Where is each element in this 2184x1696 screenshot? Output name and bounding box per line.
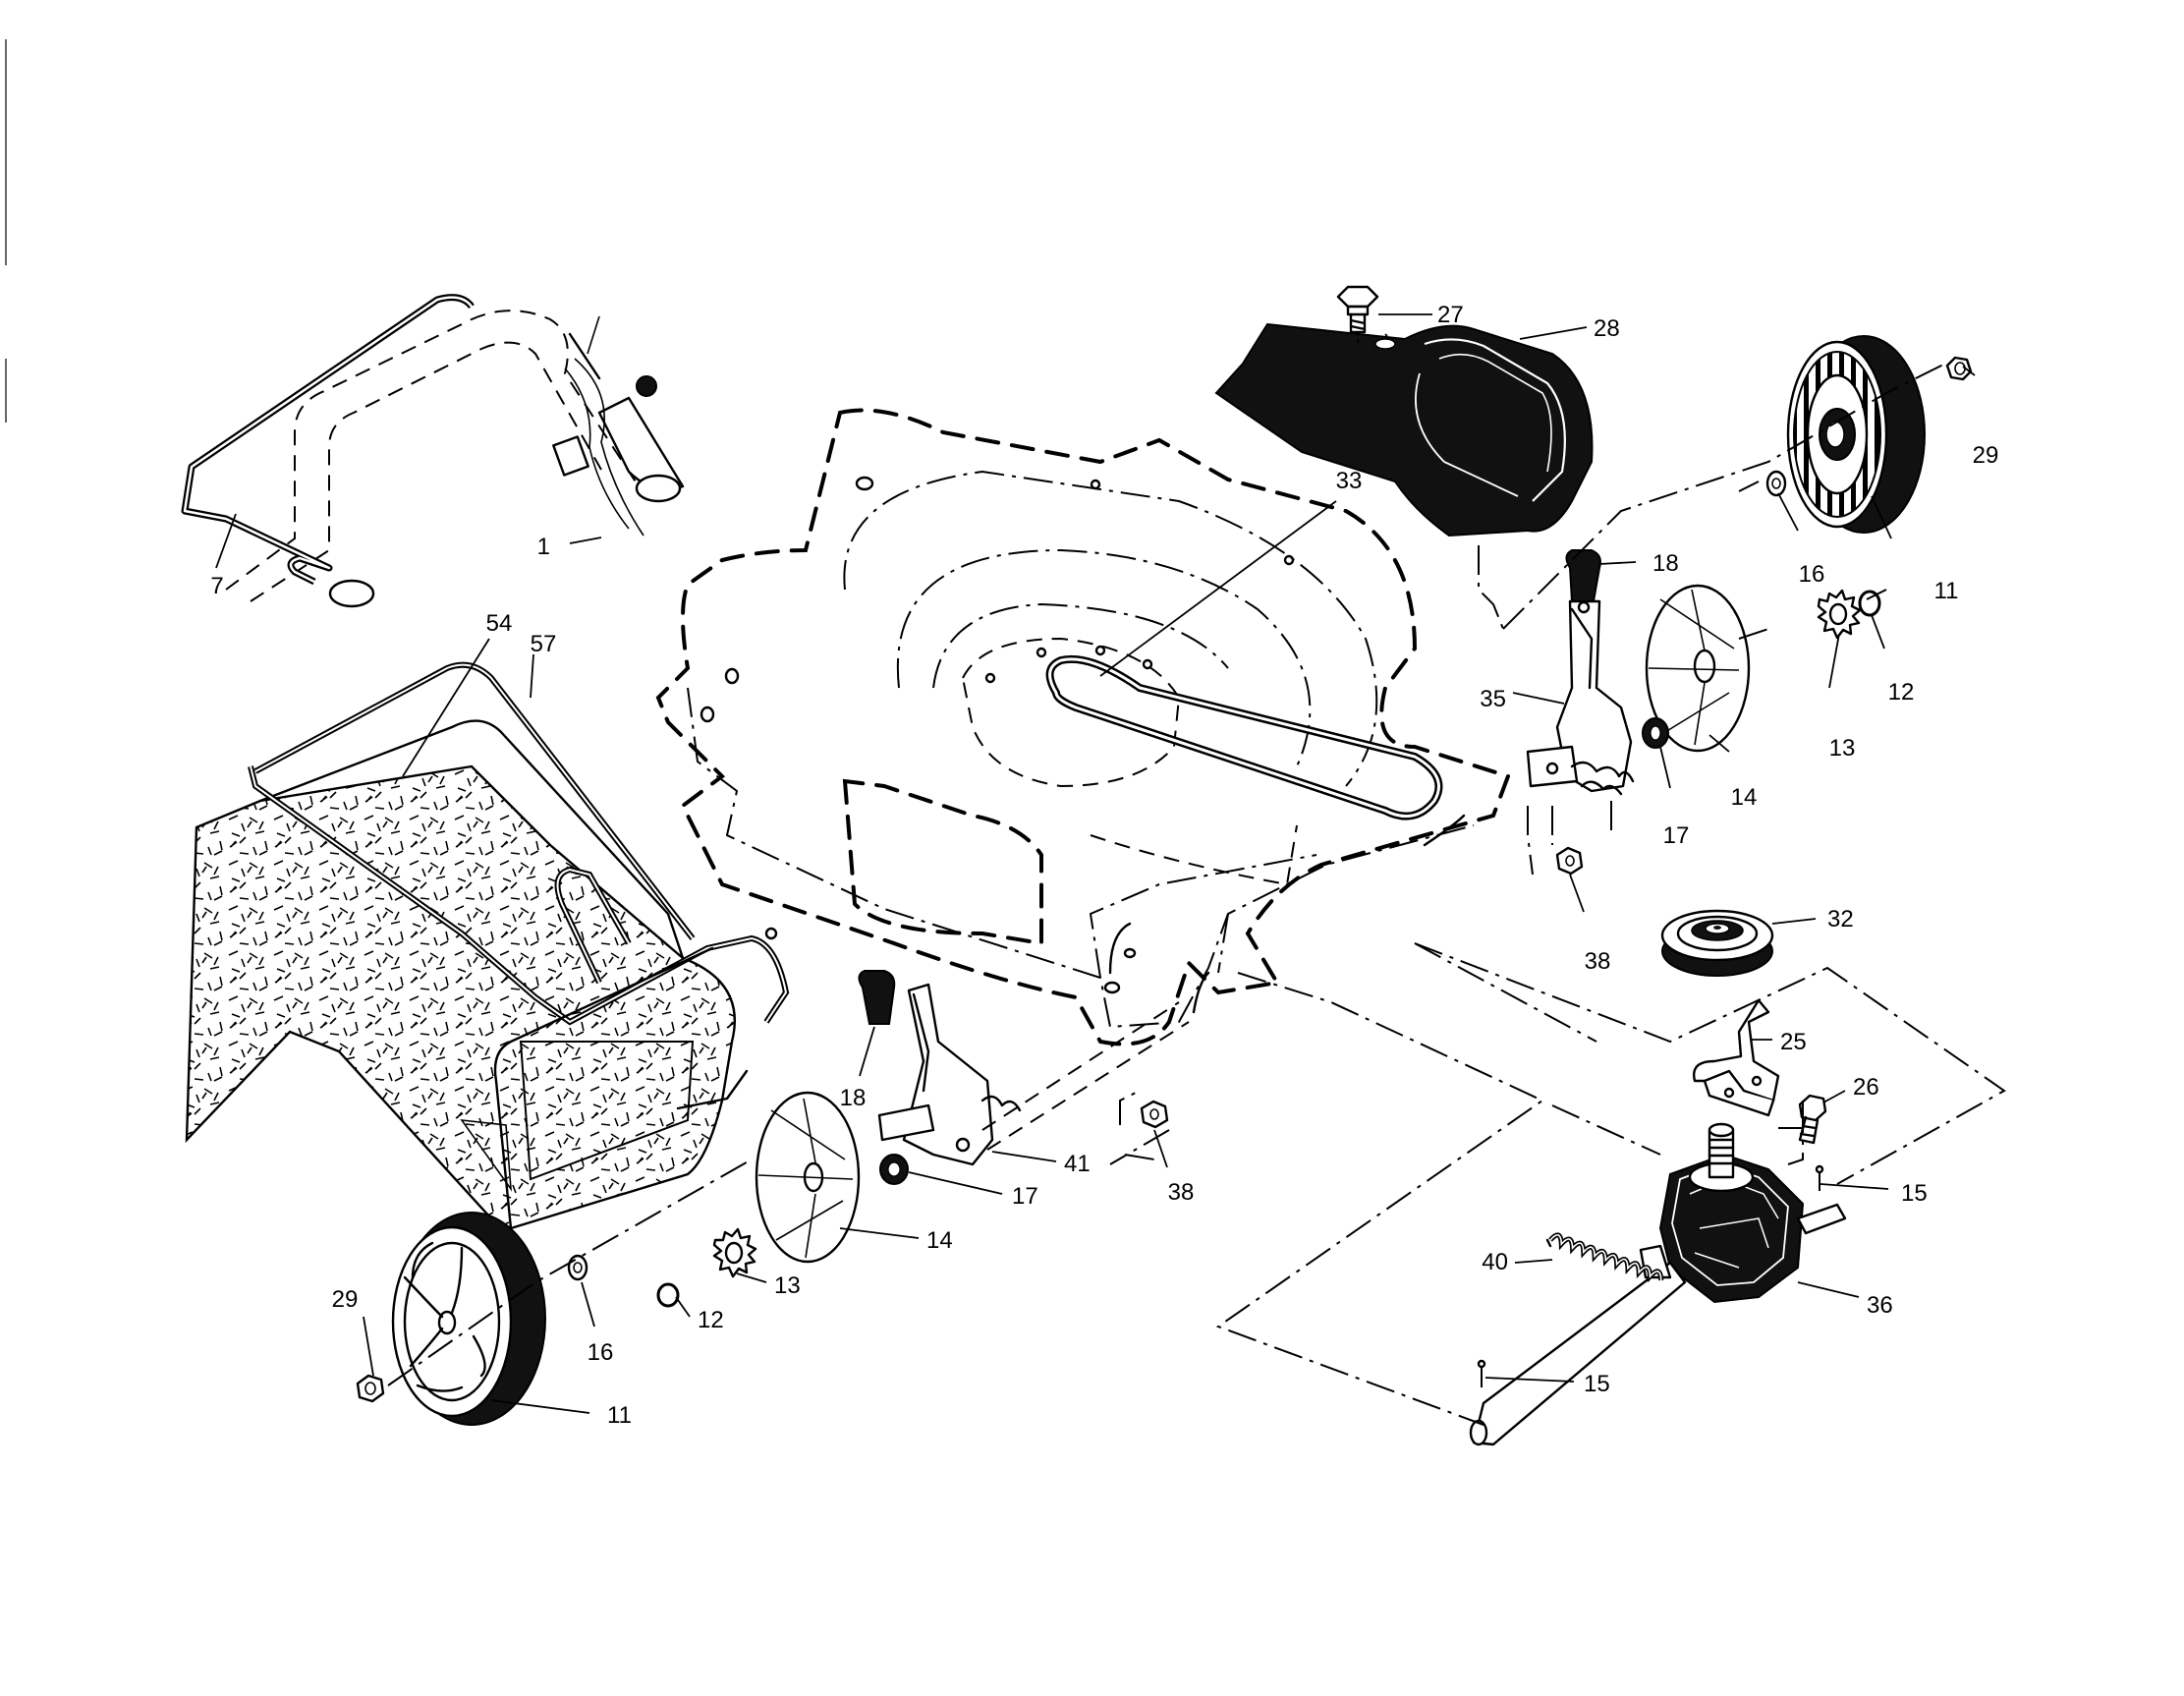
callout-11-right: 11 <box>1934 578 1959 604</box>
bracket <box>1693 998 1780 1117</box>
right-washer <box>1765 470 1787 497</box>
callout-57: 57 <box>531 631 557 657</box>
right-ring <box>1858 590 1881 617</box>
callout-1: 1 <box>537 534 550 560</box>
left-wheel <box>391 1212 546 1426</box>
deck <box>655 408 1511 1046</box>
callout-leaders <box>215 313 1976 1414</box>
callout-41: 41 <box>1064 1151 1091 1177</box>
callout-29-left: 29 <box>332 1286 359 1313</box>
right-nut <box>1945 356 1973 381</box>
right-wheel <box>1786 335 1926 534</box>
handle-bail <box>181 294 475 586</box>
callout-32: 32 <box>1827 906 1854 933</box>
left-ring <box>656 1282 680 1308</box>
pin-upper <box>1815 1164 1824 1191</box>
callout-14-left: 14 <box>926 1227 953 1254</box>
rear-deflector <box>1214 322 1594 537</box>
callout-38-right: 38 <box>1585 948 1611 975</box>
callout-38-left: 38 <box>1168 1179 1195 1206</box>
callout-13-right: 13 <box>1829 735 1856 762</box>
callout-40: 40 <box>1482 1249 1508 1275</box>
left-knob <box>858 970 896 1025</box>
right-knob <box>1565 549 1601 602</box>
pulley <box>1660 909 1774 977</box>
left-washer <box>567 1254 588 1281</box>
callout-7: 7 <box>210 573 223 599</box>
callout-14-right: 14 <box>1731 784 1758 811</box>
callout-16-left: 16 <box>588 1339 614 1366</box>
callout-29-right: 29 <box>1973 442 1999 469</box>
handle-assembly <box>225 310 685 608</box>
callout-36: 36 <box>1867 1292 1893 1319</box>
callout-13-left: 13 <box>774 1272 801 1299</box>
drive-belt <box>1045 654 1443 820</box>
grass-bag <box>185 661 790 1230</box>
left-hubcap <box>755 1091 861 1264</box>
left-gear <box>712 1227 757 1278</box>
callout-11-left: 11 <box>607 1402 632 1429</box>
left-height-adjuster <box>877 983 1190 1166</box>
callout-26: 26 <box>1853 1074 1879 1101</box>
right-deck-nut <box>1555 846 1584 876</box>
callout-54: 54 <box>486 610 513 637</box>
callout-labels: 1 7 54 57 27 28 33 11 29 16 12 13 14 18 … <box>210 302 1998 1429</box>
right-hubcap <box>1645 584 1751 753</box>
transmission <box>1469 1122 1847 1446</box>
callout-27: 27 <box>1437 302 1464 328</box>
callout-12-left: 12 <box>698 1307 724 1333</box>
callout-25: 25 <box>1780 1029 1807 1055</box>
pin-lower <box>1477 1359 1486 1387</box>
callout-16-right: 16 <box>1799 561 1825 588</box>
right-spacer <box>1642 717 1669 749</box>
top-bolt <box>1336 285 1388 344</box>
callout-15-upper: 15 <box>1901 1180 1928 1207</box>
callout-12-right: 12 <box>1888 679 1915 706</box>
callout-35: 35 <box>1480 686 1506 712</box>
callout-17-left: 17 <box>1012 1183 1038 1210</box>
callout-33: 33 <box>1336 468 1363 494</box>
callout-17-right: 17 <box>1663 822 1690 849</box>
callout-18-right: 18 <box>1652 550 1679 577</box>
right-gear <box>1817 589 1862 640</box>
left-nut <box>356 1374 385 1403</box>
spring <box>1545 1232 1664 1283</box>
callout-18-left: 18 <box>840 1085 867 1111</box>
left-deck-nut <box>1140 1100 1169 1129</box>
right-height-adjuster <box>1526 599 1635 796</box>
callout-28: 28 <box>1594 315 1620 342</box>
left-spacer <box>879 1154 909 1185</box>
callout-15-lower: 15 <box>1584 1371 1610 1397</box>
assembly-guides <box>387 363 2006 1426</box>
